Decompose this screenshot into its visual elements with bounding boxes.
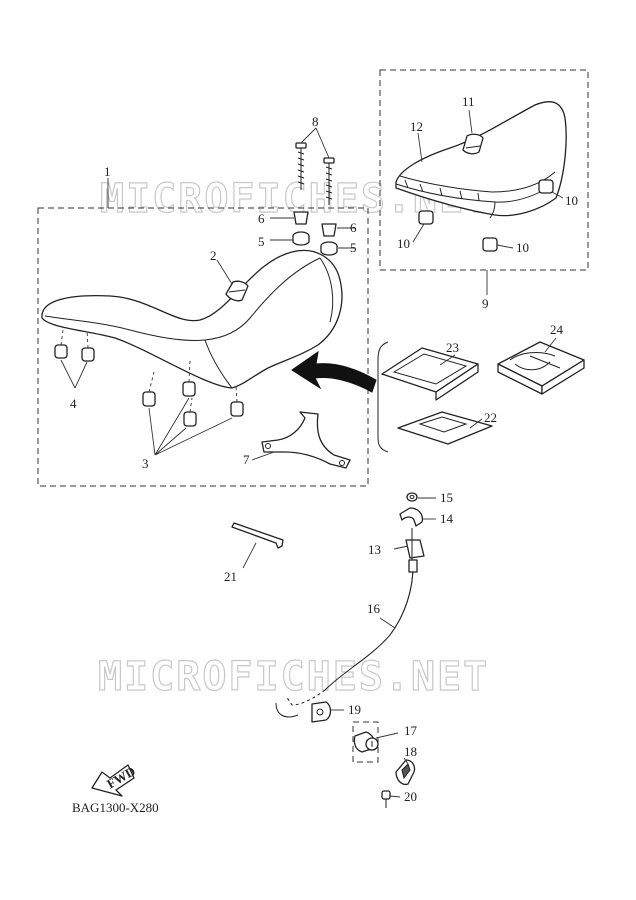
callout-13: 13 <box>368 542 381 557</box>
seat-lock-cable[interactable] <box>275 559 418 718</box>
callout-19: 19 <box>348 702 361 717</box>
lock-cover[interactable] <box>395 759 416 786</box>
seat-bolts[interactable] <box>295 142 335 205</box>
collars[interactable] <box>293 211 337 237</box>
leader-lines <box>60 109 564 798</box>
callout-23: 23 <box>446 340 459 355</box>
rear-dampers[interactable] <box>418 179 554 252</box>
callout-5a: 5 <box>258 234 265 249</box>
callout-15: 15 <box>440 490 453 505</box>
callout-21: 21 <box>224 569 237 584</box>
callout-2: 2 <box>210 248 217 263</box>
screw[interactable] <box>381 790 391 808</box>
callout-7: 7 <box>243 452 250 467</box>
rear-seat[interactable] <box>395 101 567 219</box>
grommets[interactable] <box>292 231 338 256</box>
callout-24: 24 <box>550 322 564 337</box>
callout-6a: 6 <box>258 211 265 226</box>
owner-manual-book[interactable] <box>497 341 585 395</box>
seat-lock-assembly[interactable] <box>353 731 379 753</box>
callout-22: 22 <box>484 410 497 425</box>
callout-10a: 10 <box>565 193 578 208</box>
document-pouch[interactable] <box>381 347 479 401</box>
callout-20: 20 <box>404 789 417 804</box>
main-seat[interactable] <box>41 249 343 389</box>
docs-brace <box>377 341 389 453</box>
front-damper-set[interactable] <box>54 329 95 362</box>
bracket-stay[interactable] <box>405 528 425 560</box>
callout-10c: 10 <box>516 240 529 255</box>
seat-bracket[interactable] <box>261 411 351 469</box>
owner-manual-sheet[interactable] <box>397 411 493 445</box>
hook-lever[interactable] <box>399 507 424 527</box>
callout-9: 9 <box>482 296 489 311</box>
washer[interactable] <box>406 492 418 502</box>
watermark-middle: MICROFICHES.NET <box>98 654 489 700</box>
callout-6b: 6 <box>350 220 357 235</box>
seat-damper-set[interactable] <box>142 359 244 427</box>
callout-numbers: 1 2 3 4 5 5 6 6 7 8 9 10 10 10 11 12 13 … <box>70 94 578 804</box>
diagram-code: BAG1300-X280 <box>72 800 159 815</box>
callout-12: 12 <box>410 119 423 134</box>
fwd-arrow-icon: FWD <box>91 763 138 797</box>
rear-seat-group-box <box>379 69 589 271</box>
assembly-arrow <box>291 350 377 393</box>
callout-3: 3 <box>142 456 149 471</box>
main-seat-group-box <box>37 207 369 487</box>
callout-16: 16 <box>367 601 381 616</box>
callout-5b: 5 <box>350 240 357 255</box>
callout-8: 8 <box>312 114 319 129</box>
rear-seat-strap[interactable] <box>462 133 484 155</box>
callout-4: 4 <box>70 396 77 411</box>
callout-17: 17 <box>404 723 418 738</box>
callout-11: 11 <box>462 94 475 109</box>
callout-14: 14 <box>440 511 454 526</box>
hex-key[interactable] <box>231 522 284 549</box>
seat-strap[interactable] <box>225 280 249 302</box>
callout-1: 1 <box>104 164 111 179</box>
callout-10b: 10 <box>397 236 410 251</box>
cable-clamp[interactable] <box>311 701 332 723</box>
callout-18: 18 <box>404 744 417 759</box>
